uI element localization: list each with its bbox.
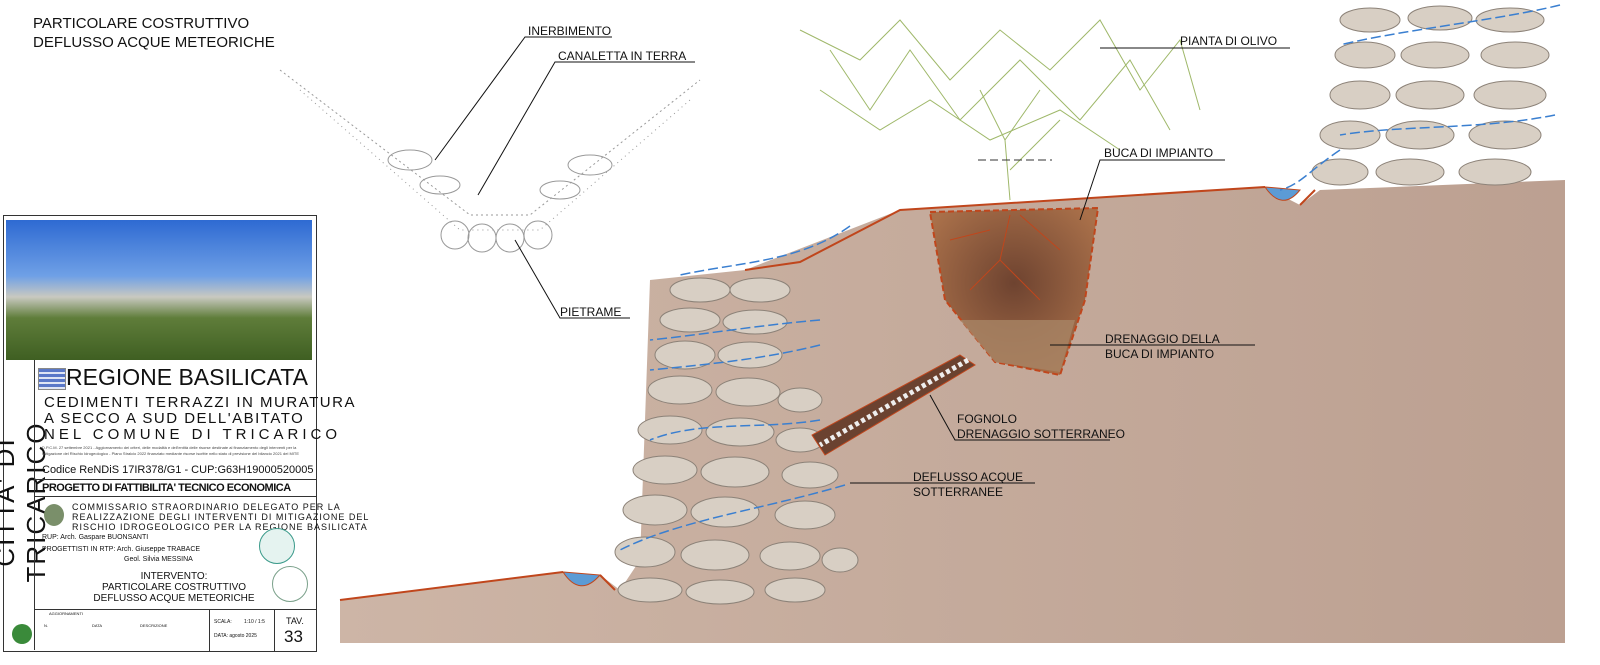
label-buca: BUCA DI IMPIANTO bbox=[1104, 146, 1214, 160]
project-line: A SECCO A SUD DELL'ABITATO bbox=[44, 410, 305, 427]
project-line: CEDIMENTI TERRAZZI IN MURATURA bbox=[44, 394, 356, 411]
label-line: BUCA DI IMPIANTO bbox=[1105, 347, 1215, 361]
intervention-line: DEFLUSSO ACQUE METEORICHE bbox=[93, 593, 255, 604]
scale-label: SCALA: bbox=[214, 619, 232, 625]
leader-lines bbox=[434, 36, 1290, 484]
site-photo bbox=[6, 220, 312, 360]
italian-emblem-icon bbox=[44, 504, 64, 526]
region-name: REGIONE BASILICATA bbox=[66, 364, 308, 390]
fine-print: D.P.C.M. 27 settembre 2021 - Aggiornamen… bbox=[42, 445, 300, 456]
label-line: DRENAGGIO DELLA bbox=[1105, 332, 1220, 346]
tav-number: 33 bbox=[284, 627, 303, 646]
col-data: DATA bbox=[92, 623, 103, 628]
intervention-line: INTERVENTO: bbox=[140, 571, 208, 582]
label-inerbimento: INERBIMENTO bbox=[528, 24, 612, 38]
upper-ditch-water bbox=[1263, 186, 1301, 201]
region-flag-icon bbox=[38, 368, 66, 390]
title-line: DEFLUSSO ACQUE METEORICHE bbox=[33, 34, 275, 51]
title-line: PARTICOLARE COSTRUTTIVO bbox=[33, 15, 250, 32]
ground-surface-line bbox=[339, 186, 1316, 601]
tav-label: TAV. bbox=[286, 616, 304, 626]
title-block: CITTA' DI TRICARICO REGIONE BASILICATA C… bbox=[0, 215, 368, 652]
designers-geologist: Geol. Silvia MESSINA bbox=[124, 556, 193, 563]
col-desc: DESCRIZIONE bbox=[140, 623, 168, 628]
stamp bbox=[272, 566, 308, 602]
commissioner-line: REALIZZAZIONE DEGLI INTERVENTI DI MITIGA… bbox=[72, 512, 370, 522]
water-flow-lines bbox=[619, 4, 1561, 551]
drain-pit-gravel bbox=[960, 320, 1075, 372]
designers: PROGETTISTI IN RTP: Arch. Giuseppe TRABA… bbox=[42, 546, 201, 553]
commissioner-line: COMMISSARIO STRAORDINARIO DELEGATO PER L… bbox=[72, 502, 341, 512]
project-line: NEL COMUNE DI TRICARICO bbox=[44, 426, 342, 443]
label-deflusso: DEFLUSSO ACQUE SOTTERRANEE bbox=[913, 470, 1023, 500]
commissioner-line: RISCHIO IDROGEOLOGICO PER LA REGIONE BAS… bbox=[72, 522, 368, 532]
label-line: SOTTERRANEE bbox=[913, 485, 1004, 499]
label-line: DEFLUSSO ACQUE bbox=[913, 470, 1024, 484]
label-fognolo: FOGNOLO DRENAGGIO SOTTERRANEO bbox=[957, 412, 1125, 442]
drawing-title: PARTICOLARE COSTRUTTIVO DEFLUSSO ACQUE M… bbox=[33, 14, 275, 52]
label-canaletta: CANALETTA IN TERRA bbox=[558, 49, 687, 63]
pit-roots bbox=[949, 214, 1061, 301]
label-line: FOGNOLO bbox=[957, 412, 1018, 426]
lower-ditch-water bbox=[562, 571, 602, 587]
project-phase: PROGETTO DI FATTIBILITA' TECNICO ECONOMI… bbox=[42, 482, 291, 494]
col-n: N. bbox=[44, 623, 48, 628]
stamp bbox=[259, 528, 295, 564]
updates-label: AGGIORNAMENTI bbox=[49, 611, 84, 616]
rup: RUP: Arch. Gaspare BUONSANTI bbox=[42, 534, 149, 541]
olive-tree bbox=[799, 19, 1201, 201]
date-label: DATA: agosto 2025 bbox=[214, 633, 257, 639]
scale-value: 1:10 / 1:5 bbox=[244, 619, 265, 625]
commissioner: COMMISSARIO STRAORDINARIO DELEGATO PER L… bbox=[72, 502, 369, 532]
project-title: CEDIMENTI TERRAZZI IN MURATURA A SECCO A… bbox=[44, 395, 356, 443]
intervention-line: PARTICOLARE COSTRUTTIVO bbox=[101, 582, 247, 593]
label-pietrame: PIETRAME bbox=[560, 305, 622, 319]
label-olivo: PIANTA DI OLIVO bbox=[1180, 34, 1278, 48]
label-line: DRENAGGIO SOTTERRANEO bbox=[957, 427, 1126, 441]
channel-detail-sketch bbox=[279, 69, 701, 253]
intervention: INTERVENTO: PARTICOLARE COSTRUTTIVO DEFL… bbox=[74, 571, 274, 604]
soil-body bbox=[340, 180, 1565, 643]
municipality-crest-icon bbox=[12, 624, 32, 644]
label-drenaggio: DRENAGGIO DELLA BUCA DI IMPIANTO bbox=[1105, 332, 1220, 362]
dry-stone-wall-upper bbox=[1311, 5, 1550, 186]
drain-gravel bbox=[818, 357, 970, 448]
project-code: Codice ReNDiS 17IR378/G1 - CUP:G63H19000… bbox=[42, 464, 314, 476]
